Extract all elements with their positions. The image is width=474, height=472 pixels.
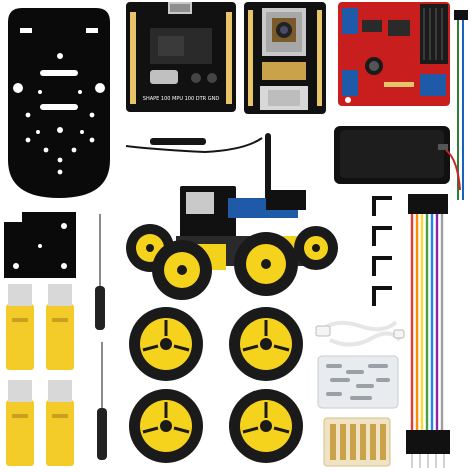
jumper-wire-bundle	[406, 194, 450, 468]
car-wheel-front-right	[234, 232, 298, 296]
gear-motor-1	[6, 284, 34, 370]
l-brackets	[372, 196, 392, 306]
gear-motor-4	[46, 380, 74, 466]
battery-box	[334, 126, 461, 191]
gear-motors	[6, 284, 74, 466]
assembled-robot-car	[126, 133, 338, 300]
wifi-antenna	[125, 137, 263, 154]
wheel-2	[229, 307, 303, 381]
usb-programmer-board: SHAPE 100 MPU 100 DTR GND	[126, 2, 236, 112]
usb-board-text: SHAPE 100 MPU 100 DTR GND	[143, 96, 220, 102]
camera-dev-board	[244, 2, 326, 114]
car-wheel-front-left	[152, 240, 212, 300]
wheel-1	[129, 307, 203, 381]
motor-driver-board	[338, 2, 450, 106]
screwdrivers	[95, 214, 107, 460]
copper-standoffs	[323, 417, 391, 467]
usb-cable	[315, 320, 405, 347]
screw-pack	[317, 355, 399, 409]
jumper-wires-right	[454, 10, 468, 200]
car-wheel-back-right	[294, 226, 338, 270]
wheels	[129, 307, 303, 463]
wheel-3	[129, 389, 203, 463]
gear-motor-3	[6, 380, 34, 466]
wheel-4	[229, 389, 303, 463]
small-acrylic-plate	[4, 212, 76, 278]
acrylic-chassis-plate	[8, 8, 110, 198]
gear-motor-2	[46, 284, 74, 370]
